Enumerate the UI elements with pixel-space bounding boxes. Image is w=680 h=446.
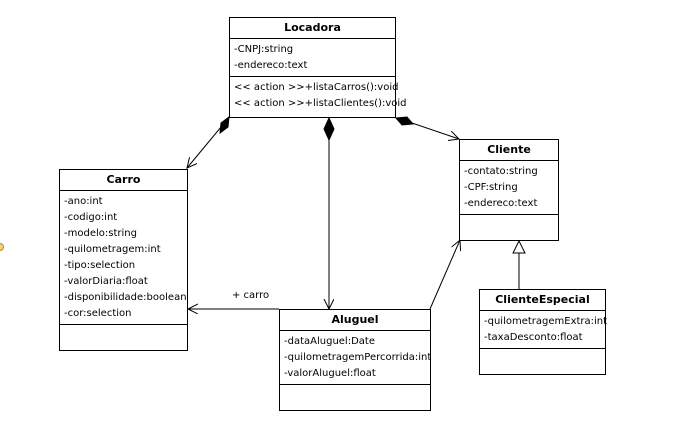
composition-locadora-carro (187, 115, 230, 168)
attribute: -quilometragemExtra:int (484, 316, 608, 327)
operations-section (60, 325, 187, 348)
operations-section: << action >>+listaCarros():void << actio… (230, 77, 407, 114)
attribute: -CPF:string (464, 182, 518, 193)
class-name: Aluguel (280, 310, 430, 331)
operation: << action >>+listaClientes():void (234, 98, 407, 109)
attribute: -tipo:selection (64, 260, 136, 271)
attribute: -disponibilidade:boolean (64, 292, 187, 303)
operations-section (460, 215, 558, 240)
class-name: Carro (60, 170, 187, 191)
attribute: -dataAluguel:Date (284, 336, 375, 347)
attribute: -valorAluguel:float (284, 368, 376, 379)
role-label-carro: + carro (232, 290, 270, 301)
generalization-clienteespecial-cliente (512, 239, 526, 289)
attribute: -CNPJ:string (234, 44, 294, 55)
attributes-section: -contato:string -CPF:string -endereco:te… (460, 161, 558, 215)
attribute: -ano:int (64, 196, 103, 207)
class-cliente[interactable]: Cliente -contato:string -CPF:string -end… (459, 139, 559, 241)
attribute: -cor:selection (64, 308, 132, 319)
class-carro[interactable]: Carro -ano:int -codigo:int -modelo:strin… (59, 169, 188, 351)
operation: << action >>+listaCarros():void (234, 82, 399, 93)
attributes-section: -dataAluguel:Date -quilometragemPercorri… (280, 331, 432, 385)
association-aluguel-cliente (429, 240, 460, 310)
composition-locadora-aluguel (323, 116, 335, 309)
attributes-section: -quilometragemExtra:int -taxaDesconto:fl… (480, 311, 608, 349)
class-locadora[interactable]: Locadora -CNPJ:string -endereco:text << … (229, 17, 407, 118)
class-name: Locadora (230, 18, 395, 39)
attribute: -modelo:string (64, 228, 137, 239)
class-aluguel[interactable]: Aluguel -dataAluguel:Date -quilometragem… (279, 309, 431, 411)
class-cliente-especial[interactable]: ClienteEspecial -quilometragemExtra:int … (479, 289, 608, 375)
attribute: -quilometragem:int (64, 244, 161, 255)
attributes-section: -ano:int -codigo:int -modelo:string -qui… (60, 191, 187, 325)
class-name: Cliente (460, 140, 558, 161)
attribute: -codigo:int (64, 212, 118, 223)
attribute: -taxaDesconto:float (484, 332, 583, 343)
operations-section (280, 385, 430, 410)
class-name: ClienteEspecial (480, 290, 605, 311)
attribute: -endereco:text (464, 198, 538, 209)
attributes-section: -CNPJ:string -endereco:text (230, 39, 395, 77)
attribute: -contato:string (464, 166, 538, 177)
composition-locadora-cliente (394, 116, 459, 139)
attribute: -quilometragemPercorrida:int (284, 352, 432, 363)
attribute: -endereco:text (234, 60, 308, 71)
attribute: -valorDiaria:float (64, 276, 148, 287)
operations-section (480, 349, 605, 374)
